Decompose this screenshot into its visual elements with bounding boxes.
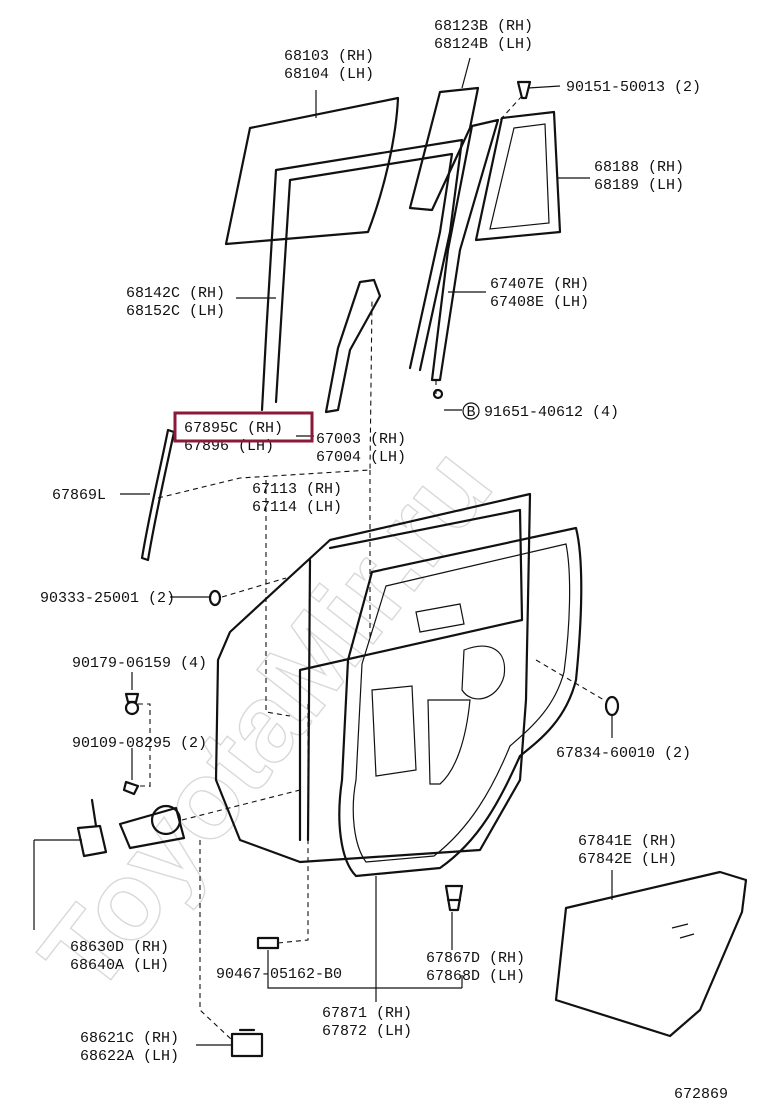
part-label-67895c-line1: 67895C (RH) — [184, 420, 283, 437]
dash-plug-right — [535, 659, 605, 701]
part-label-68123b-line2: 68124B (LH) — [434, 36, 533, 53]
dash-check-arm — [181, 789, 301, 821]
part-label-67407e-line2: 67408E (LH) — [490, 294, 589, 311]
quarter-frame-shape — [474, 110, 562, 242]
leader-lines — [33, 57, 613, 1046]
part-label-68621c-line1: 68621C (RH) — [80, 1030, 179, 1047]
door-inner-frame — [298, 508, 524, 842]
part-label-67834-line1: 67834-60010 (2) — [556, 745, 691, 762]
callout-marker-letter: B — [466, 404, 475, 421]
part-label-90467-line1: 90467-05162-B0 — [216, 966, 342, 983]
door-check-shape — [76, 798, 108, 858]
part-label-67003-line2: 67004 (LH) — [316, 449, 406, 466]
part-label-67871-line1: 67871 (RH) — [322, 1005, 412, 1022]
screw-90151 — [516, 80, 532, 100]
part-label-67841e-line2: 67842E (LH) — [578, 851, 677, 868]
dash-weatherstrip — [157, 299, 373, 499]
leader-68123b — [461, 57, 471, 89]
door-check-arm — [118, 806, 186, 850]
quarter-glass-shape — [408, 86, 480, 212]
callout-marker-circle — [462, 402, 480, 420]
part-illustrations — [76, 80, 748, 1058]
part-label-67407e-line1: 67407E (RH) — [490, 276, 589, 293]
part-label-90151-line1: 90151-50013 (2) — [566, 79, 701, 96]
garnish-shape — [324, 278, 382, 414]
clip-67867d — [444, 884, 464, 912]
diagram-id: 672869 — [674, 1086, 728, 1103]
screw-91651 — [432, 388, 444, 400]
part-label-68123b-line1: 68123B (RH) — [434, 18, 533, 35]
dash-clip — [277, 700, 309, 944]
part-label-68188-line1: 68188 (RH) — [594, 159, 684, 176]
part-label-68142c-line2: 68152C (LH) — [126, 303, 225, 320]
cover-marks — [671, 923, 695, 939]
part-label-68103-line2: 68104 (LH) — [284, 66, 374, 83]
dash-bolt-1 — [138, 703, 151, 788]
inner-panel-cutout-2 — [427, 699, 471, 785]
part-label-67113-line2: 67114 (LH) — [252, 499, 342, 516]
part-label-68630d-line2: 68640A (LH) — [70, 957, 169, 974]
plug-67834 — [604, 695, 620, 717]
part-label-90109-line1: 90109-08295 (2) — [72, 735, 207, 752]
glass-run-channel — [260, 138, 464, 412]
dash-screw-top — [499, 95, 523, 121]
part-label-67003-line1: 67003 (RH) — [316, 431, 406, 448]
clip-90467 — [256, 936, 280, 950]
door-glass-shape — [224, 96, 400, 246]
door-check-hinge — [150, 804, 182, 836]
part-label-68103-line1: 68103 (RH) — [284, 48, 374, 65]
part-label-67869l-line1: 67869L — [52, 487, 106, 504]
leader-68630d — [33, 839, 82, 930]
part-label-67113-line1: 67113 (RH) — [252, 481, 342, 498]
bolt-90179 — [124, 700, 140, 716]
part-label-90333-line1: 90333-25001 (2) — [40, 590, 175, 607]
door-outer-panel — [214, 492, 532, 864]
inner-panel-cutout-1 — [461, 645, 506, 700]
part-label-91651-line1: 91651-40612 (4) — [484, 404, 619, 421]
dash-plug — [221, 577, 287, 598]
part-label-67841e-line1: 67841E (RH) — [578, 833, 677, 850]
service-hole-cover — [554, 870, 748, 1038]
assembly-lines — [138, 95, 605, 1041]
leader-90467-group — [267, 950, 463, 989]
dash-hinge — [199, 840, 233, 1041]
division-bar-shape — [430, 118, 500, 382]
part-label-67867d-line2: 67868D (LH) — [426, 968, 525, 985]
bolt-90179-head — [124, 692, 140, 704]
door-weatherstrip — [338, 526, 583, 878]
part-label-68621c-line2: 68622A (LH) — [80, 1048, 179, 1065]
part-label-67867d-line1: 67867D (RH) — [426, 950, 525, 967]
part-label-68188-line2: 68189 (LH) — [594, 177, 684, 194]
highlight-box — [173, 411, 314, 443]
part-label-68142c-line1: 68142C (RH) — [126, 285, 225, 302]
inner-panel-cutout-4 — [415, 603, 465, 633]
door-weatherstrip-inner — [352, 543, 571, 863]
hinge-68621c — [230, 1028, 264, 1058]
weatherstrip-strip — [140, 428, 176, 562]
bolt-90109 — [122, 780, 140, 796]
part-label-90179-line1: 90179-06159 (4) — [72, 655, 207, 672]
inner-panel-cutout-3 — [371, 685, 417, 777]
plug-90333 — [208, 589, 222, 607]
quarter-frame-inner — [489, 123, 550, 230]
part-label-67871-line2: 67872 (LH) — [322, 1023, 412, 1040]
part-labels: 68103 (RH)68104 (LH) 68123B (RH)68124B (L… — [40, 18, 701, 1065]
leader-90151 — [527, 85, 561, 89]
part-label-68630d-line1: 68630D (RH) — [70, 939, 169, 956]
